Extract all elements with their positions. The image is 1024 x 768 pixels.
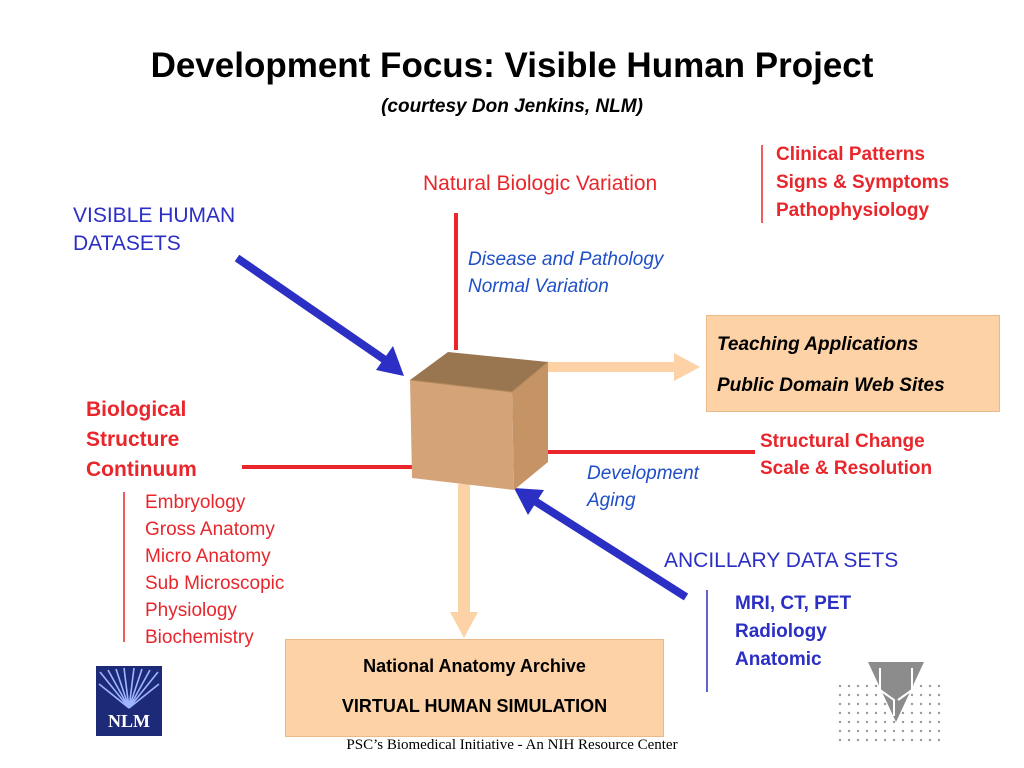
- list-item: Physiology: [145, 600, 237, 621]
- list-item: Gross Anatomy: [145, 519, 275, 540]
- teaching-arrow: [548, 353, 700, 381]
- label-line: DATASETS: [73, 232, 181, 255]
- list-item: Biochemistry: [145, 627, 254, 648]
- list-item: Radiology: [735, 621, 827, 642]
- ancillary-label: ANCILLARY DATA SETS: [664, 549, 899, 572]
- list-item: Normal Variation: [468, 276, 609, 297]
- archive-box: National Anatomy Archive VIRTUAL HUMAN S…: [285, 639, 664, 737]
- label-line: Structure: [86, 428, 180, 451]
- list-item: Pathophysiology: [776, 200, 930, 221]
- list-item: Scale & Resolution: [760, 458, 933, 479]
- visible-human-label: VISIBLE HUMAN DATASETS: [73, 202, 235, 258]
- virtual-human-text: VIRTUAL HUMAN SIMULATION: [341, 696, 608, 716]
- list-item: Micro Anatomy: [145, 546, 271, 567]
- clinical-list: Clinical Patterns Signs & Symptoms Patho…: [776, 141, 949, 225]
- list-item: Disease and Pathology: [468, 249, 664, 270]
- footer: PSC’s Biomedical Initiative - An NIH Res…: [346, 737, 678, 753]
- biology-list: Embryology Gross Anatomy Micro Anatomy S…: [145, 489, 284, 651]
- page-subtitle: (courtesy Don Jenkins, NLM): [381, 96, 643, 117]
- teaching-applications-text: Teaching Applications: [717, 334, 919, 355]
- archive-arrow: [450, 484, 478, 638]
- structural-list: Structural Change Scale & Resolution: [760, 428, 932, 482]
- list-item: Aging: [587, 490, 636, 511]
- list-item: Anatomic: [735, 649, 822, 670]
- visible-human-arrow: [234, 254, 404, 376]
- biological-structure-label: Biological Structure Continuum: [86, 395, 197, 485]
- list-item: MRI, CT, PET: [735, 593, 852, 614]
- list-item: Clinical Patterns: [776, 144, 925, 165]
- archive-title: National Anatomy Archive: [363, 656, 586, 676]
- label-line: VISIBLE HUMAN: [73, 204, 236, 227]
- ancillary-arrow: [514, 488, 689, 601]
- disease-list: Disease and Pathology Normal Variation: [468, 246, 663, 300]
- page-title: Development Focus: Visible Human Project: [150, 46, 874, 85]
- list-item: Structural Change: [760, 431, 925, 452]
- natural-variation-label: Natural Biologic Variation: [423, 172, 658, 195]
- list-item: Sub Microscopic: [145, 573, 285, 594]
- label-line: Biological: [86, 398, 187, 421]
- label-line: Continuum: [86, 458, 197, 481]
- cube: [409, 352, 549, 490]
- psc-logo: [838, 662, 941, 742]
- nlm-logo-text: NLM: [108, 711, 150, 731]
- ancillary-list: MRI, CT, PET Radiology Anatomic: [735, 590, 851, 674]
- list-item: Development: [587, 463, 699, 484]
- list-item: Signs & Symptoms: [776, 172, 950, 193]
- list-item: Embryology: [145, 492, 246, 513]
- teaching-box: Teaching Applications Public Domain Web …: [706, 315, 1000, 412]
- development-list: Development Aging: [587, 460, 699, 514]
- public-domain-text: Public Domain Web Sites: [717, 375, 945, 396]
- nlm-logo: [96, 666, 162, 736]
